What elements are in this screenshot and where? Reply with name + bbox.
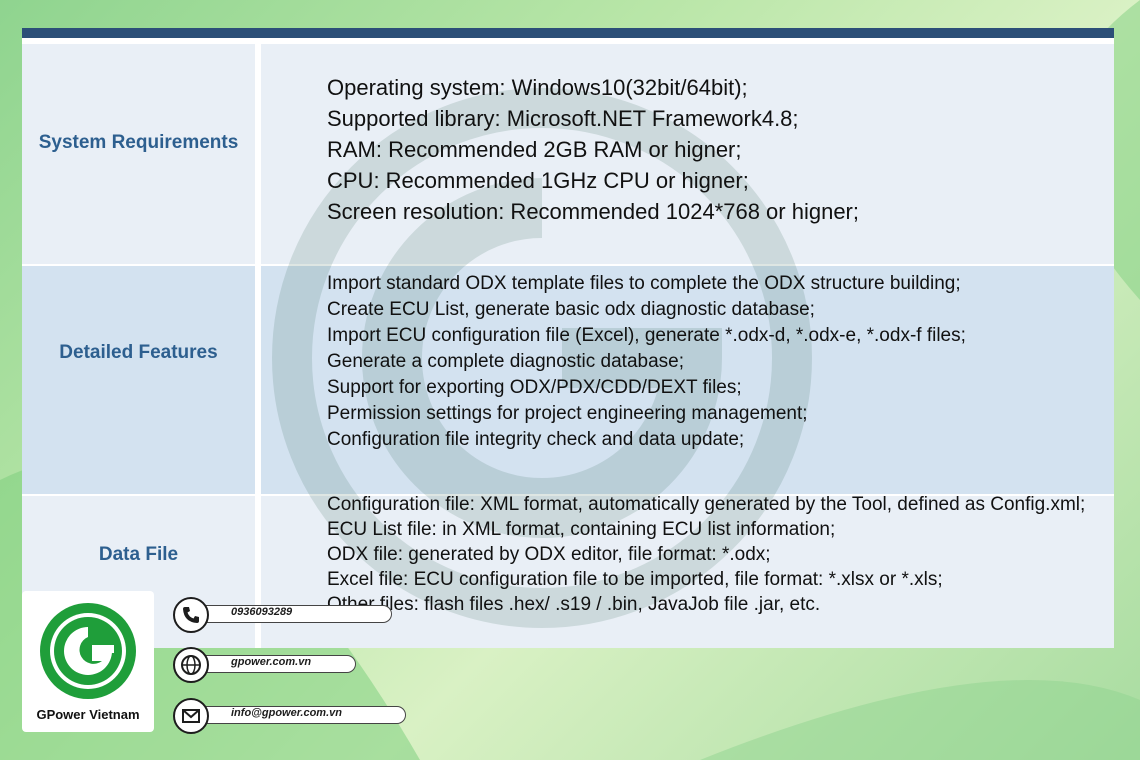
list-item: RAM: Recommended 2GB RAM or higner; [327, 137, 742, 162]
email-address: info@gpower.com.vn [231, 707, 342, 719]
brand-name: GPower Vietnam [36, 707, 140, 722]
table-top-bar [22, 28, 1114, 38]
table-row-detailed-features [22, 266, 1114, 494]
data-file-list: Configuration file: XML format, automati… [327, 492, 1100, 617]
spec-table: System Requirements Detailed Features Da… [22, 28, 1114, 648]
row-label: Detailed Features [59, 342, 218, 363]
g-watermark-icon [272, 88, 812, 628]
system-requirements-list: Operating system: Windows10(32bit/64bit)… [327, 72, 1100, 227]
phone-number: 0936093289 [231, 606, 293, 618]
list-item: Operating system: Windows10(32bit/64bit)… [327, 75, 748, 100]
list-item: Create ECU List, generate basic odx diag… [327, 299, 815, 320]
list-item: Import ECU configuration file (Excel), g… [327, 325, 966, 346]
list-item: Excel file: ECU configuration file to be… [327, 569, 943, 590]
globe-icon [173, 647, 209, 683]
list-item: Import standard ODX template files to co… [327, 273, 961, 294]
list-item: Permission settings for project engineer… [327, 403, 808, 424]
detailed-features-list: Import standard ODX template files to co… [327, 271, 1100, 453]
mail-icon [173, 698, 209, 734]
website-link: gpower.com.vn [231, 656, 312, 668]
gpower-logo-icon [40, 603, 136, 699]
list-item: ODX file: generated by ODX editor, file … [327, 544, 771, 565]
column-divider [255, 44, 261, 648]
row-label: Data File [98, 544, 179, 565]
list-item: Configuration file: XML format, automati… [327, 494, 1086, 515]
list-item: Screen resolution: Recommended 1024*768 … [327, 199, 859, 224]
list-item: Other files: flash files .hex/ .s19 / .b… [327, 594, 821, 615]
list-item: ECU List file: in XML format, containing… [327, 519, 836, 540]
list-item: Configuration file integrity check and d… [327, 429, 745, 450]
brand-logo-card: GPower Vietnam [22, 591, 154, 732]
list-item: Support for exporting ODX/PDX/CDD/DEXT f… [327, 377, 742, 398]
row-label: System Requirements [38, 132, 239, 153]
list-item: Supported library: Microsoft.NET Framewo… [327, 106, 799, 131]
list-item: CPU: Recommended 1GHz CPU or higner; [327, 168, 749, 193]
phone-icon [173, 597, 209, 633]
list-item: Generate a complete diagnostic database; [327, 351, 685, 372]
table-row-system-requirements [22, 44, 1114, 264]
